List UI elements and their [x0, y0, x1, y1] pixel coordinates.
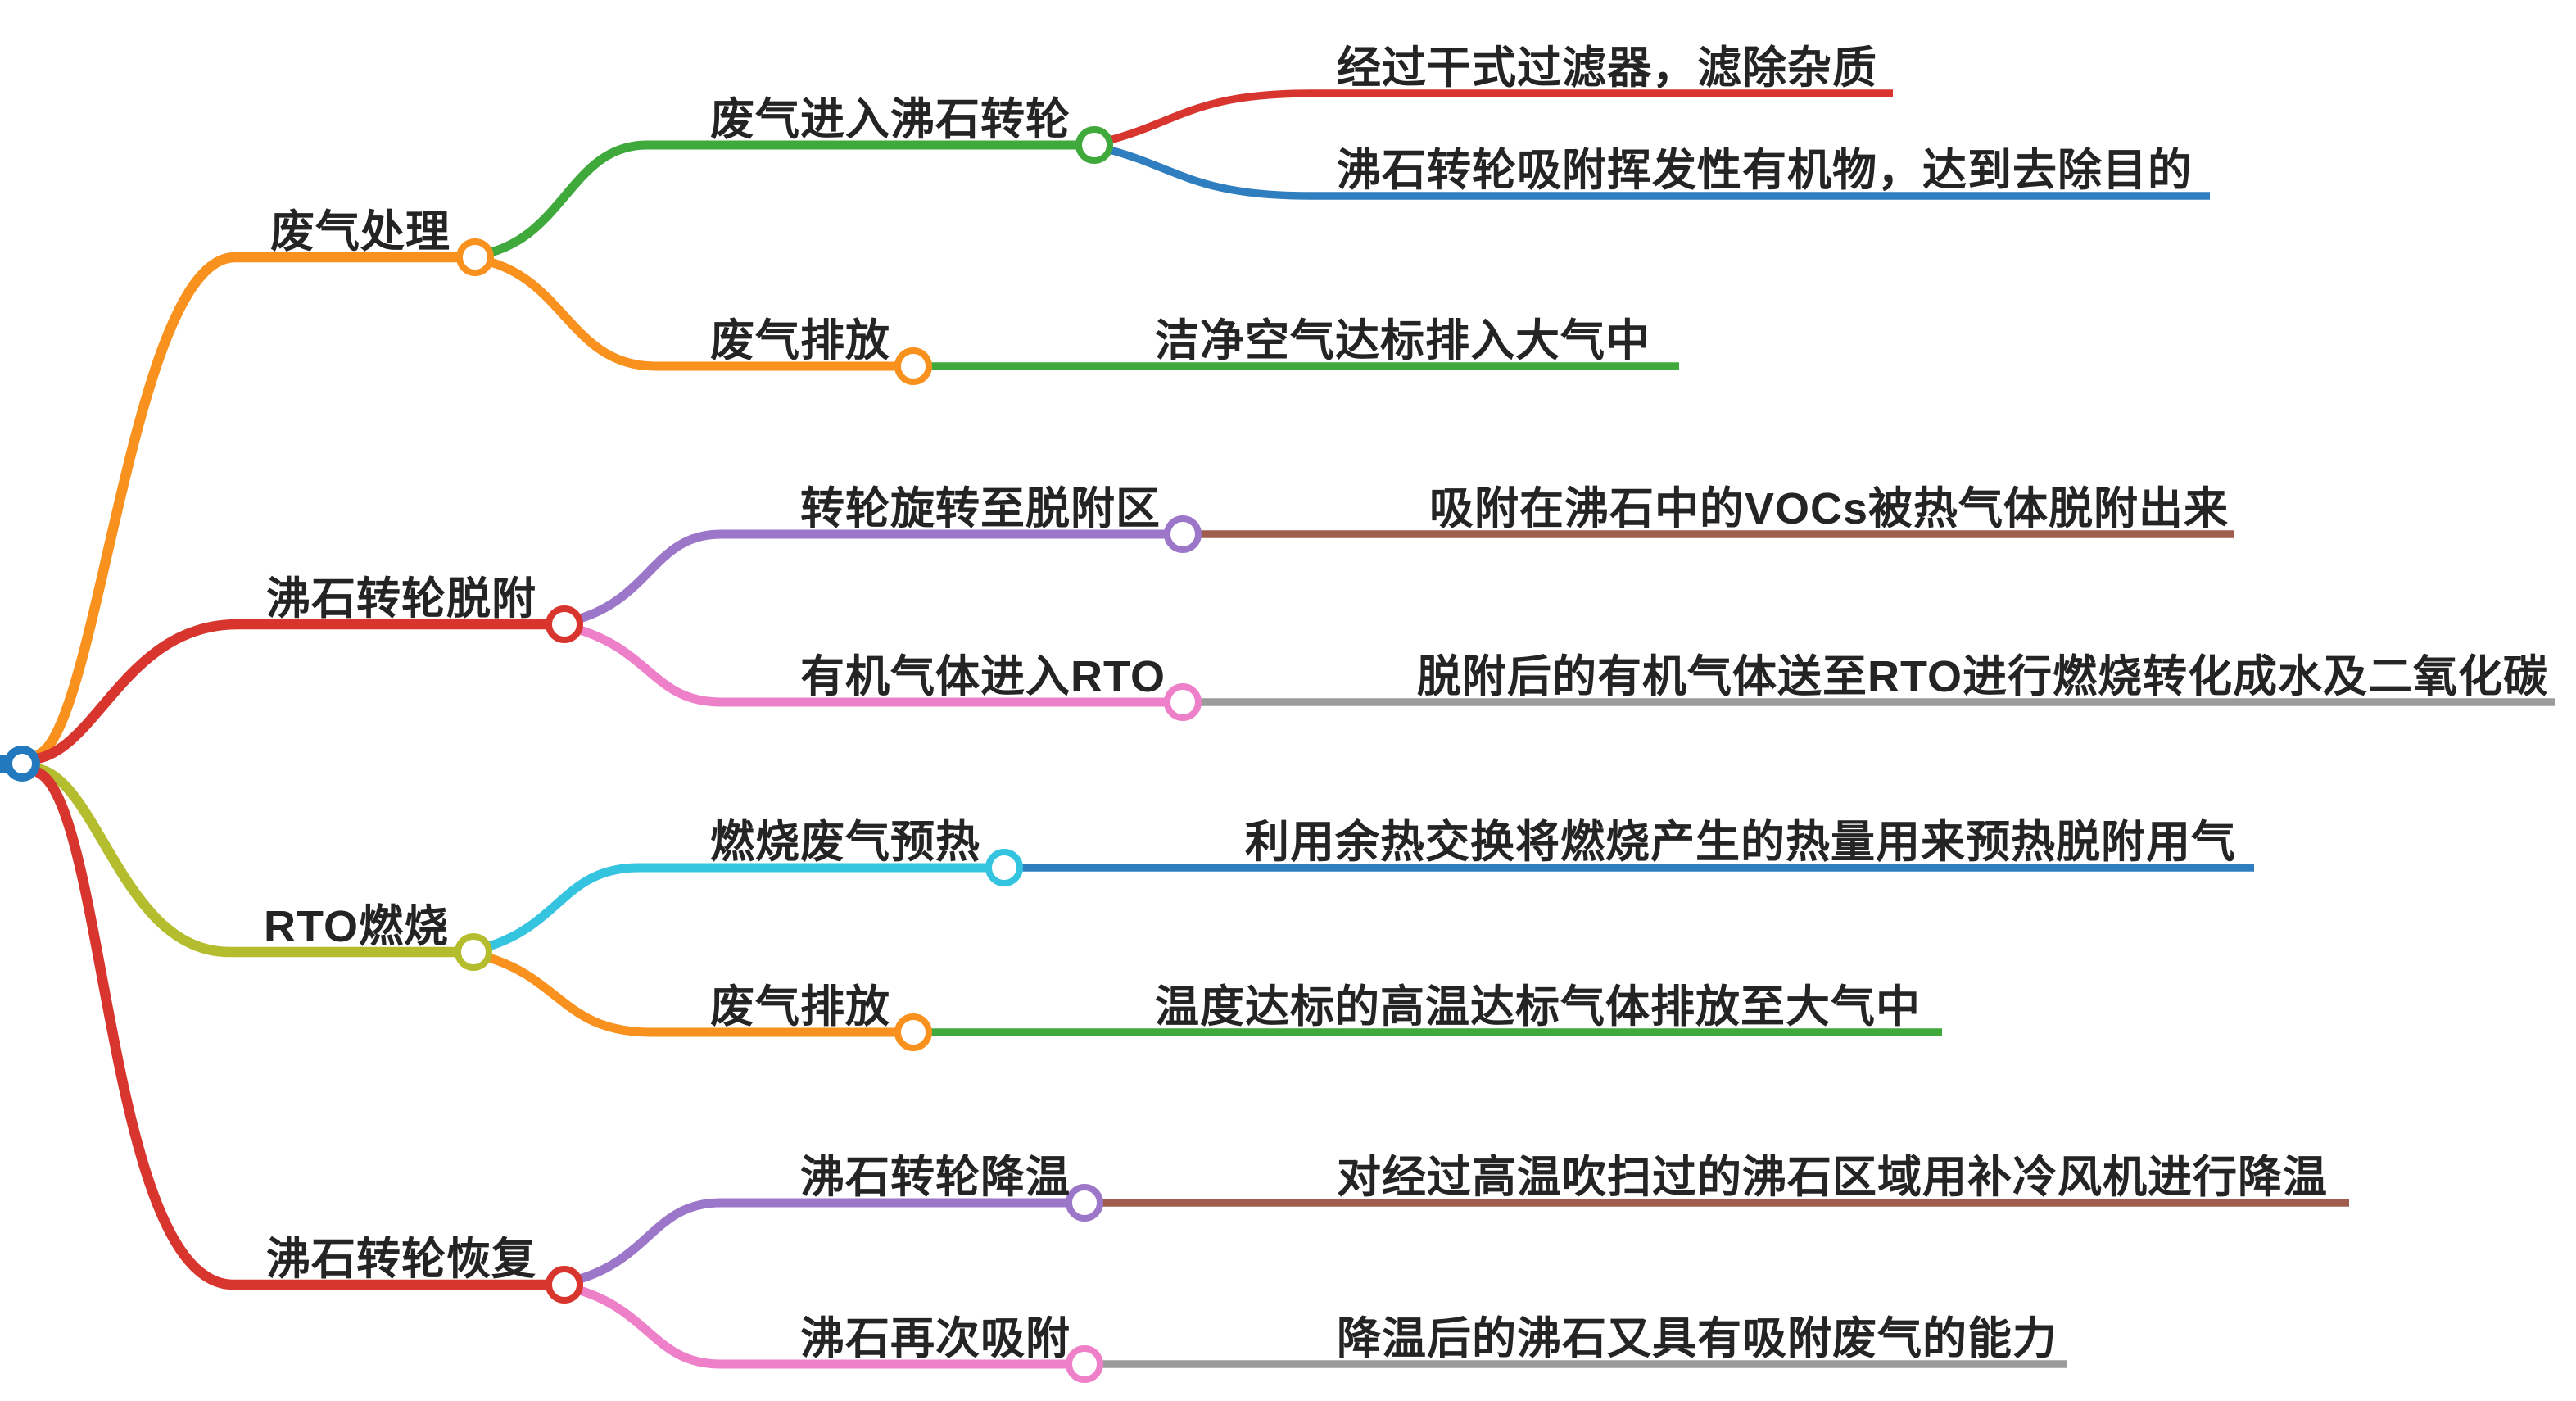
link-rotor-rotates-to-desorption-zone: [578, 529, 1166, 623]
node-circle-zeolite-rotor-desorption[interactable]: [546, 605, 583, 643]
node-circle-gas-enters-zeolite-rotor[interactable]: [1075, 126, 1113, 164]
link-combustion-gas-preheating: [487, 863, 987, 951]
topic-waste-gas-treatment[interactable]: 废气处理: [270, 207, 450, 256]
root-node[interactable]: [0, 746, 40, 782]
subtopic-gas-discharge-2[interactable]: 废气排放: [710, 982, 890, 1031]
note-sent-to-rto[interactable]: 脱附后的有机气体送至RTO进行燃烧转化成水及二氧化碳: [1417, 652, 2548, 701]
note-clean-air[interactable]: 洁净空气达标排入大气中: [1155, 316, 1650, 365]
note-heat-exchange[interactable]: 利用余热交换将燃烧产生的热量用来预热脱附用气: [1245, 818, 2236, 867]
subtopic-combustion-gas-preheating[interactable]: 燃烧废气预热: [710, 818, 980, 867]
leaf-line-adsorb-vocs: [1108, 146, 2210, 200]
node-circle-zeolite-re-adsorption[interactable]: [1066, 1345, 1103, 1383]
link-gas-enters-zeolite-rotor: [489, 140, 1077, 257]
topic-zeolite-rotor-desorption[interactable]: 沸石转轮脱附: [266, 574, 536, 623]
subtopic-rotor-rotates-to-desorption-zone[interactable]: 转轮旋转至脱附区: [800, 484, 1161, 533]
subtopic-zeolite-rotor-cooling[interactable]: 沸石转轮降温: [800, 1153, 1071, 1202]
node-circle-gas-discharge-1[interactable]: [894, 347, 932, 385]
note-adsorb-vocs[interactable]: 沸石转轮吸附挥发性有机物，达到去除目的: [1337, 146, 2193, 195]
branch-line-zeolite-rotor-recovery: [34, 767, 547, 1290]
subtopic-gas-discharge-1[interactable]: 废气排放: [710, 316, 890, 365]
subtopic-zeolite-re-adsorption[interactable]: 沸石再次吸附: [800, 1314, 1071, 1363]
topic-zeolite-rotor-recovery[interactable]: 沸石转轮恢复: [266, 1235, 536, 1284]
branch-line-waste-gas-treatment: [34, 252, 458, 760]
note-high-temp-discharge[interactable]: 温度达标的高温达标气体排放至大气中: [1155, 982, 1921, 1031]
node-circle-waste-gas-treatment[interactable]: [456, 238, 494, 276]
subtopic-organic-gas-enters-rto[interactable]: 有机气体进入RTO: [800, 652, 1166, 701]
node-circle-rto-combustion[interactable]: [455, 933, 492, 971]
node-circle-combustion-gas-preheating[interactable]: [985, 849, 1023, 886]
link-zeolite-rotor-cooling: [578, 1198, 1067, 1284]
node-circle-zeolite-rotor-cooling[interactable]: [1066, 1184, 1103, 1222]
link-zeolite-re-adsorption: [578, 1285, 1067, 1369]
note-re-adsorb[interactable]: 降温后的沸石又具有吸附废气的能力: [1337, 1314, 2058, 1363]
leaf-line-dry-filter: [1108, 89, 1893, 144]
node-circle-zeolite-rotor-recovery[interactable]: [546, 1266, 583, 1304]
branch-line-rto-combustion: [35, 763, 456, 958]
note-dry-filter[interactable]: 经过干式过滤器，滤除杂质: [1337, 43, 1877, 93]
note-cooling-fan[interactable]: 对经过高温吹扫过的沸石区域用补冷风机进行降温: [1337, 1153, 2328, 1202]
link-gas-discharge-2: [487, 953, 896, 1037]
subtopic-gas-enters-zeolite-rotor[interactable]: 废气进入沸石转轮: [710, 95, 1071, 144]
topic-rto-combustion[interactable]: RTO燃烧: [264, 902, 449, 951]
link-gas-discharge-1: [489, 257, 896, 371]
node-circle-rotor-rotates-to-desorption-zone[interactable]: [1164, 515, 1202, 553]
node-circle-gas-discharge-2[interactable]: [894, 1013, 932, 1051]
root-circle[interactable]: [4, 746, 40, 782]
link-organic-gas-enters-rto: [578, 625, 1166, 707]
branch-line-zeolite-rotor-desorption: [35, 619, 547, 764]
note-vocs-desorbed[interactable]: 吸附在沸石中的VOCs被热气体脱附出来: [1429, 484, 2229, 533]
node-circle-organic-gas-enters-rto[interactable]: [1164, 683, 1202, 721]
